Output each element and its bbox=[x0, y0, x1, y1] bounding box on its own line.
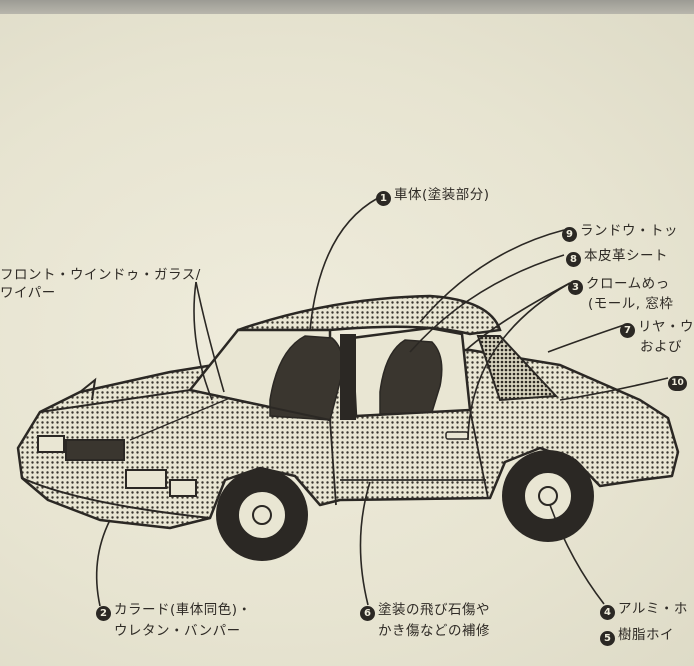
callout-number: 3 bbox=[568, 280, 583, 295]
windshield-label-line2: ワイパー bbox=[0, 285, 56, 301]
callout-number: 5 bbox=[600, 631, 615, 646]
callout-text-line2: かき傷などの補修 bbox=[378, 623, 490, 639]
callout-text: 本皮革シート bbox=[584, 248, 668, 264]
headlight-right bbox=[125, 469, 167, 489]
callout-number: 4 bbox=[600, 605, 615, 620]
car-roof bbox=[237, 294, 502, 336]
callout-text: アルミ・ホ bbox=[618, 601, 688, 617]
callout-number: 10 bbox=[668, 376, 687, 391]
windshield-label-line1: フロント・ウインドゥ・ガラス/ bbox=[0, 267, 201, 283]
callout-number: 1 bbox=[376, 191, 391, 206]
callout-windshield: フロント・ウインドゥ・ガラス/ ワイパー bbox=[0, 266, 201, 302]
callout-text: カラード(車体同色)・ bbox=[114, 602, 252, 618]
callout-text: リヤ・ウ bbox=[638, 319, 694, 335]
callout-text-line2: ウレタン・バンパー bbox=[114, 623, 241, 639]
rear-seat bbox=[379, 339, 443, 415]
page-top-edge bbox=[0, 0, 694, 14]
callout-number: 9 bbox=[562, 227, 577, 242]
callout-ten: 10 bbox=[668, 370, 690, 391]
callout-number: 6 bbox=[360, 606, 375, 621]
leader-lines bbox=[95, 197, 669, 607]
rear-quarter-window bbox=[476, 335, 559, 402]
callout-text: クロームめっ bbox=[586, 276, 670, 292]
grille bbox=[65, 439, 125, 461]
callout-text-line2: (モール, 窓枠 bbox=[588, 296, 674, 312]
front-wheel bbox=[216, 469, 308, 561]
callout-number: 2 bbox=[96, 606, 111, 621]
door-line bbox=[329, 409, 489, 506]
callout-text: 樹脂ホイ bbox=[618, 627, 674, 643]
callout-text: 車体(塗装部分) bbox=[394, 187, 490, 203]
callout-text-line2: および bbox=[640, 339, 682, 355]
front-bumper bbox=[21, 477, 211, 519]
callout-text: ランドウ・トッ bbox=[580, 223, 678, 239]
callout-text: 塗装の飛び石傷や bbox=[378, 602, 490, 618]
b-pillar bbox=[340, 334, 356, 420]
rear-wheel bbox=[502, 450, 594, 542]
headlight-left bbox=[37, 435, 65, 453]
callout-number: 7 bbox=[620, 323, 635, 338]
callout-number: 8 bbox=[566, 252, 581, 267]
